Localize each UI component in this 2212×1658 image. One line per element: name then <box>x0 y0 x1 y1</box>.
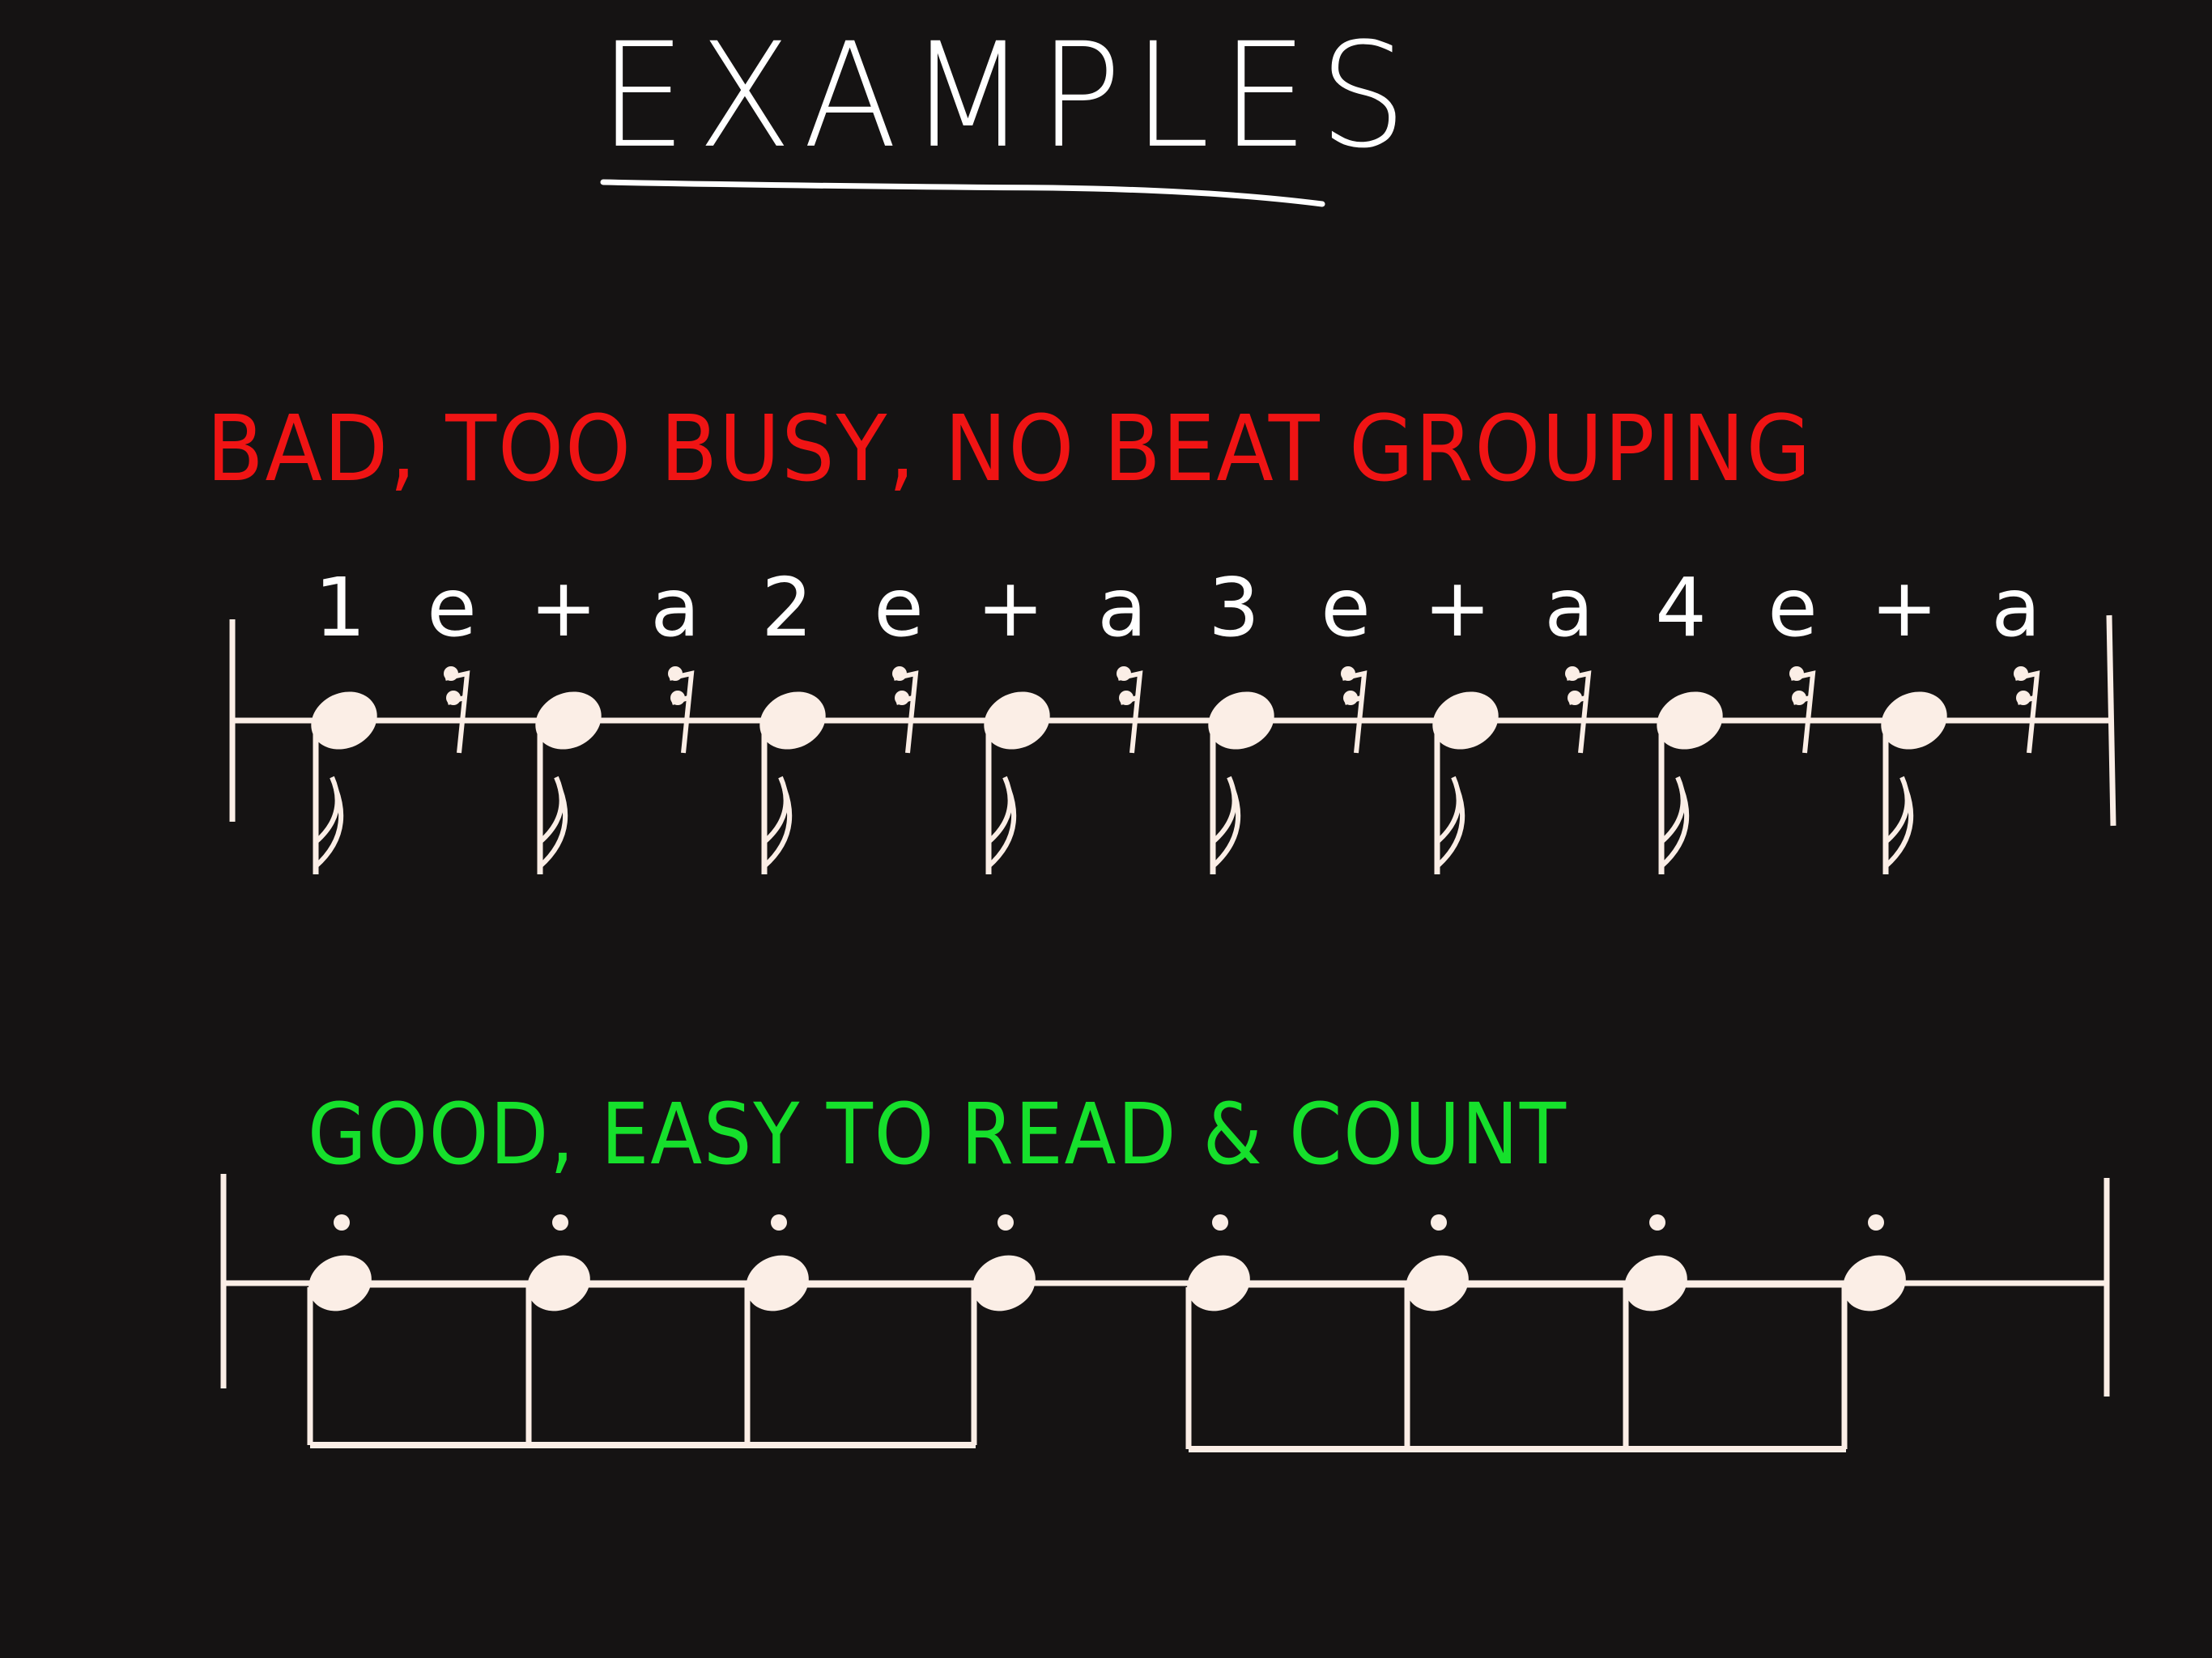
rest-stroke <box>1790 670 1816 754</box>
note-dot <box>1868 1214 1884 1231</box>
note-flag <box>1211 776 1237 844</box>
count-label: + <box>1870 560 1938 655</box>
note-flag <box>1660 776 1686 844</box>
rest-stroke <box>1120 695 1138 705</box>
rest-stroke <box>1793 695 1810 705</box>
note-head <box>1432 691 1499 750</box>
sixteenth-rest <box>1117 666 1143 754</box>
note-head <box>1843 1255 1906 1312</box>
count-label: 2 <box>761 560 813 655</box>
rest-stroke <box>2014 670 2040 754</box>
count-label: a <box>1097 560 1146 655</box>
note-dot <box>771 1214 787 1231</box>
bad-example-caption: BAD, TOO BUSY, NO BEAT GROUPING <box>206 397 1813 502</box>
rest-stroke <box>1566 670 1592 754</box>
sixteenth-rest <box>668 666 695 754</box>
sixteenth-rest <box>1341 666 1368 754</box>
count-label: a <box>650 560 700 655</box>
rest-stroke <box>2017 695 2035 705</box>
note-head <box>311 691 377 750</box>
sixteenth-note <box>984 691 1050 874</box>
sixteenth-rest <box>2014 666 2040 754</box>
note-flag <box>538 776 564 844</box>
note-head <box>972 1255 1036 1312</box>
sixteenth-note <box>535 691 602 874</box>
count-label: 1 <box>314 560 366 655</box>
count-label: e <box>427 560 477 655</box>
dotted-note <box>525 1214 590 1445</box>
note-head <box>984 691 1050 750</box>
note-dot <box>1431 1214 1447 1231</box>
note-head <box>535 691 602 750</box>
rest-stroke <box>445 670 470 754</box>
page-title: EXAMPLES <box>599 12 1419 181</box>
rest-stroke <box>1342 670 1368 754</box>
count-label: + <box>1423 560 1491 655</box>
dotted-note <box>744 1214 809 1445</box>
sixteenth-rest <box>1789 666 1816 754</box>
sixteenth-note <box>1432 691 1499 874</box>
note-head <box>1208 691 1274 750</box>
count-label: e <box>1321 560 1371 655</box>
dotted-note <box>1404 1214 1469 1449</box>
beam-group <box>307 1214 1036 1448</box>
count-label: a <box>1544 560 1593 655</box>
note-dot <box>552 1214 568 1231</box>
rest-stroke <box>447 695 465 705</box>
good-example-measure <box>220 1174 2110 1452</box>
barline-end <box>2106 614 2116 827</box>
count-label: + <box>530 560 598 655</box>
dotted-note <box>307 1214 372 1445</box>
rest-stroke <box>669 670 695 754</box>
sixteenth-rest <box>444 666 470 754</box>
note-flag <box>763 776 789 844</box>
note-head <box>759 691 826 750</box>
count-label: 4 <box>1655 560 1707 655</box>
note-dot <box>334 1214 350 1231</box>
title-underline <box>600 179 1325 207</box>
sixteenth-rest <box>892 666 919 754</box>
dotted-note <box>971 1214 1036 1445</box>
rest-stroke <box>671 695 689 705</box>
rest-stroke <box>895 695 913 705</box>
rest-stroke <box>1344 695 1362 705</box>
sixteenth-note <box>1208 691 1274 874</box>
count-label: a <box>1991 560 2040 655</box>
note-dot <box>1649 1214 1665 1231</box>
sixteenth-note <box>311 691 377 874</box>
sixteenth-note <box>1881 691 1947 874</box>
note-flag <box>1884 776 1910 844</box>
beam-group <box>1185 1214 1906 1452</box>
rest-stroke <box>893 670 919 754</box>
note-dot <box>1212 1214 1228 1231</box>
rest-stroke <box>1117 670 1143 754</box>
sixteenth-note <box>759 691 826 874</box>
note-head <box>1657 691 1723 750</box>
dotted-note <box>1623 1214 1687 1449</box>
dotted-note <box>1185 1214 1250 1449</box>
count-label: + <box>976 560 1044 655</box>
note-flag <box>1436 776 1461 844</box>
sixteenth-note <box>1657 691 1723 874</box>
good-example-caption: GOOD, EASY TO READ & COUNT <box>308 1085 1568 1184</box>
rest-stroke <box>1568 695 1586 705</box>
note-head <box>1881 691 1947 750</box>
dotted-note <box>1841 1214 1906 1449</box>
note-dot <box>998 1214 1014 1231</box>
count-label: e <box>1767 560 1818 655</box>
sixteenth-rest <box>1565 666 1592 754</box>
note-flag <box>314 776 340 844</box>
count-label: e <box>874 560 924 655</box>
note-flag <box>987 776 1013 844</box>
count-label: 3 <box>1208 560 1260 655</box>
